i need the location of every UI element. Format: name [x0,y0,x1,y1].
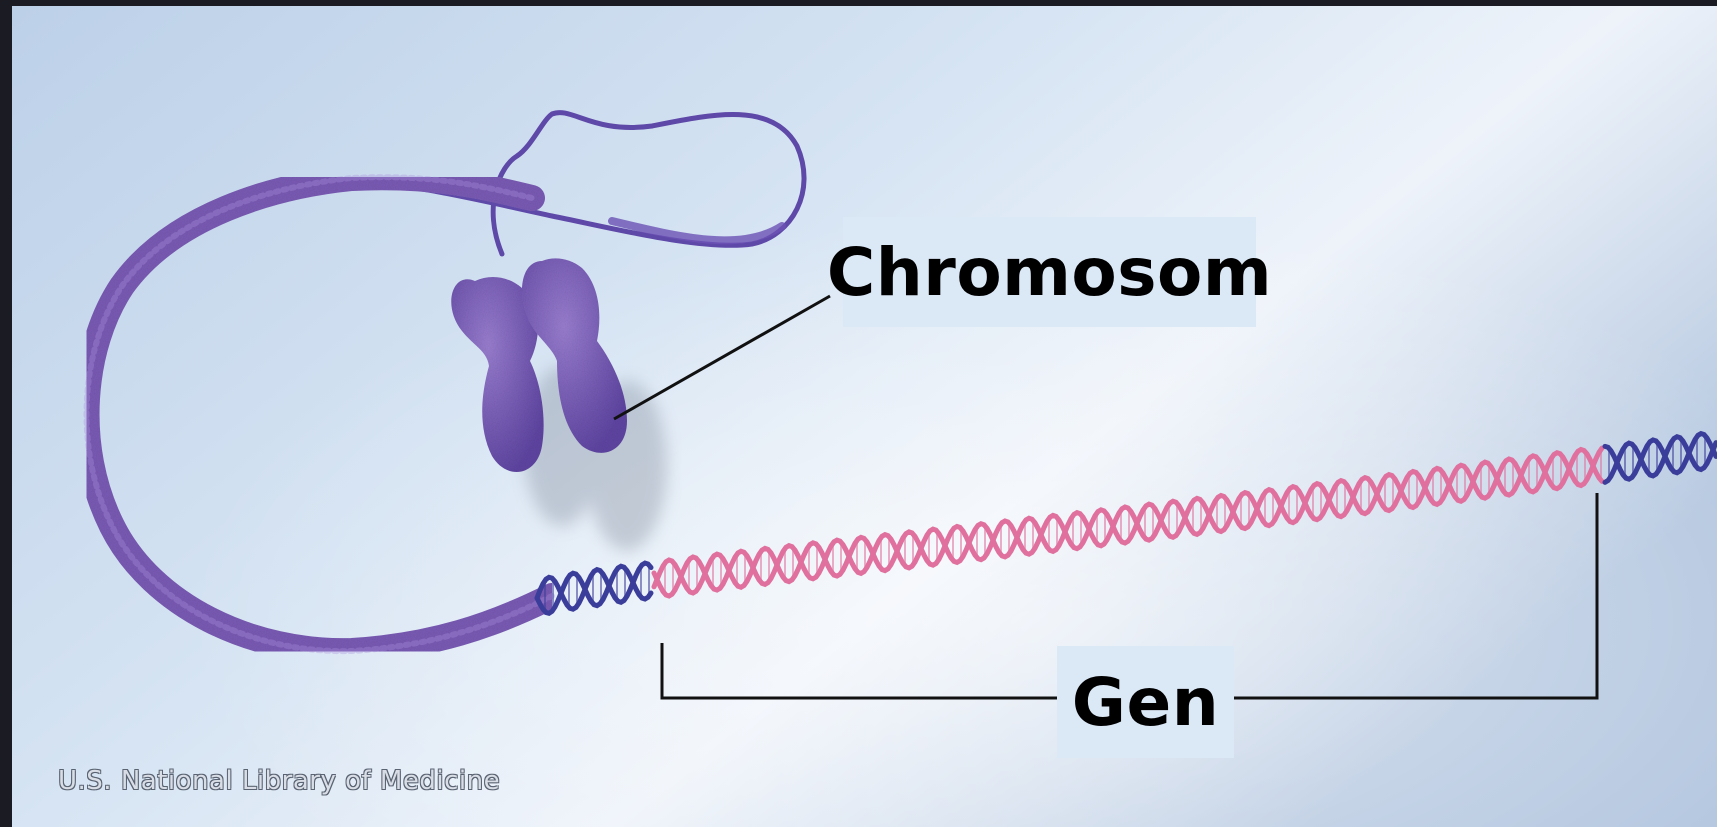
diagram-illustration [12,6,1717,827]
credit-text: U.S. National Library of Medicine [58,766,500,796]
gene-label: Gen [1057,646,1234,758]
diagram-frame: Chromosom Gen U.S. National Library of M… [12,6,1717,827]
chromosome-label: Chromosom [843,217,1256,327]
